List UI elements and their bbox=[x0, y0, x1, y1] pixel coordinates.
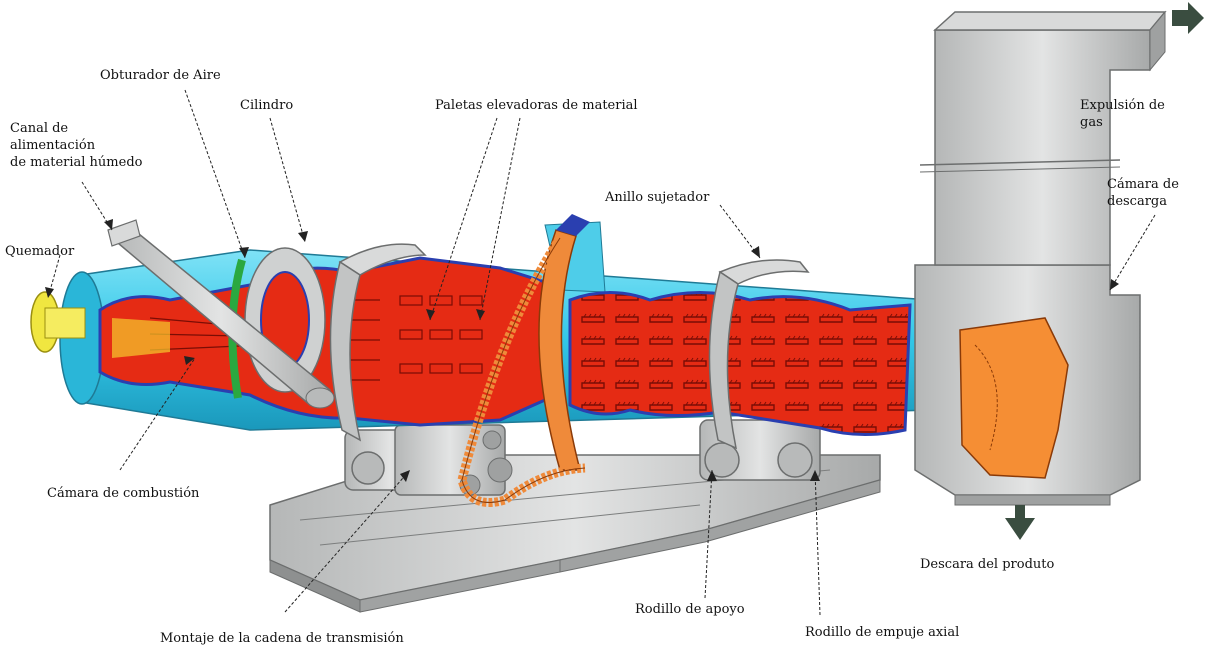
label-quemador: Quemador bbox=[5, 243, 74, 260]
label-canal-alimentacion: Canal de alimentación de material húmedo bbox=[10, 120, 142, 171]
label-descarga-del-producto: Descara del produto bbox=[920, 556, 1054, 573]
material-section-right bbox=[570, 293, 910, 435]
label-cilindro: Cilindro bbox=[240, 97, 293, 114]
label-canal-line-3: de material húmedo bbox=[10, 154, 142, 171]
leader-camara-descarga bbox=[1110, 215, 1155, 290]
label-camara-de-combustion: Cámara de combustión bbox=[47, 485, 199, 502]
label-rodillo-de-empuje-axial: Rodillo de empuje axial bbox=[805, 624, 959, 641]
leader-cilindro bbox=[270, 118, 305, 242]
label-obturador-de-aire: Obturador de Aire bbox=[100, 67, 221, 84]
label-montaje-cadena: Montaje de la cadena de transmisión bbox=[160, 630, 404, 647]
product-out-arrow bbox=[1005, 505, 1035, 540]
label-canal-line-1: Canal de bbox=[10, 120, 142, 137]
leader-obturador bbox=[185, 90, 245, 258]
label-camara-descarga-line-2: descarga bbox=[1107, 193, 1179, 210]
label-expulsion-line-1: Expulsión de bbox=[1080, 97, 1165, 114]
gas-out-arrow bbox=[1172, 2, 1204, 34]
label-camara-de-descarga: Cámara de descarga bbox=[1107, 176, 1179, 210]
label-canal-line-2: alimentación bbox=[10, 137, 142, 154]
label-paletas-elevadoras: Paletas elevadoras de material bbox=[435, 97, 638, 114]
label-anillo-sujetador: Anillo sujetador bbox=[605, 189, 709, 206]
exhaust-stack bbox=[920, 12, 1165, 265]
label-rodillo-de-apoyo: Rodillo de apoyo bbox=[635, 601, 745, 618]
discharge-housing bbox=[915, 265, 1140, 505]
drive-gearbox bbox=[395, 425, 512, 495]
label-expulsion-line-2: gas bbox=[1080, 114, 1165, 131]
label-camara-descarga-line-1: Cámara de bbox=[1107, 176, 1179, 193]
label-expulsion-de-gas: Expulsión de gas bbox=[1080, 97, 1165, 131]
